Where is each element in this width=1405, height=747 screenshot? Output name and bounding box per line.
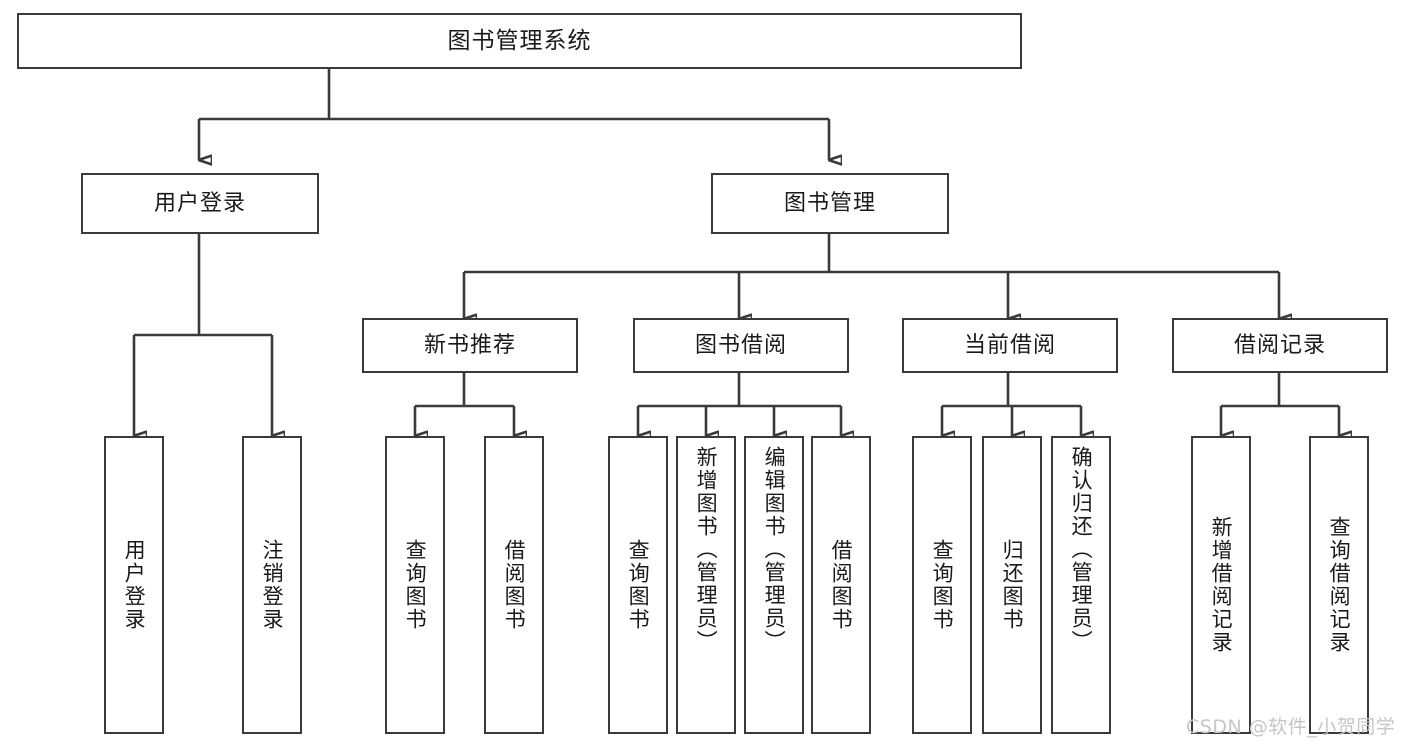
node-label: 查询图书 — [626, 539, 651, 631]
node-label: 用户登录 — [153, 190, 246, 216]
node-label: 用户登录 — [122, 539, 147, 631]
csdn-watermark: CSDN @软件_小贺同学 — [1186, 716, 1396, 738]
node-label: 借阅记录 — [1233, 332, 1326, 358]
node-label: 图书管理系统 — [447, 27, 592, 54]
node-leaf-edit-book[interactable]: 编辑图书（管理员） — [744, 436, 804, 734]
node-leaf-add-record[interactable]: 新增借阅记录 — [1191, 436, 1251, 734]
node-book-management[interactable]: 图书管理 — [711, 173, 949, 234]
node-label: 注销登录 — [260, 539, 285, 631]
node-label: 新书推荐 — [423, 332, 516, 358]
node-leaf-logout-login[interactable]: 注销登录 — [242, 436, 302, 734]
node-label: 借阅图书 — [502, 539, 527, 631]
node-leaf-query-book-3[interactable]: 查询图书 — [912, 436, 972, 734]
node-label: 图书管理 — [783, 190, 876, 216]
node-leaf-confirm-return[interactable]: 确认归还（管理员） — [1051, 436, 1111, 734]
node-label: 归还图书 — [1000, 539, 1025, 631]
node-user-login[interactable]: 用户登录 — [81, 173, 319, 234]
node-label: 图书借阅 — [694, 332, 787, 358]
node-label: 新增图书（管理员） — [694, 446, 719, 653]
node-label: 查询图书 — [930, 539, 955, 631]
node-leaf-query-book-1[interactable]: 查询图书 — [385, 436, 445, 734]
node-leaf-add-book[interactable]: 新增图书（管理员） — [676, 436, 736, 734]
node-label: 确认归还（管理员） — [1069, 446, 1094, 653]
node-root-system[interactable]: 图书管理系统 — [17, 13, 1022, 69]
node-leaf-query-record[interactable]: 查询借阅记录 — [1309, 436, 1369, 734]
node-label: 新增借阅记录 — [1209, 516, 1234, 654]
node-book-borrow[interactable]: 图书借阅 — [633, 318, 849, 373]
node-leaf-borrow-book-2[interactable]: 借阅图书 — [811, 436, 871, 734]
node-new-book-recommend[interactable]: 新书推荐 — [362, 318, 578, 373]
node-leaf-borrow-book-1[interactable]: 借阅图书 — [484, 436, 544, 734]
node-label: 当前借阅 — [963, 332, 1056, 358]
node-current-borrow[interactable]: 当前借阅 — [902, 318, 1118, 373]
node-leaf-query-book-2[interactable]: 查询图书 — [608, 436, 668, 734]
node-borrow-record[interactable]: 借阅记录 — [1172, 318, 1388, 373]
node-label: 查询图书 — [403, 539, 428, 631]
node-leaf-user-login[interactable]: 用户登录 — [104, 436, 164, 734]
node-leaf-return-book[interactable]: 归还图书 — [982, 436, 1042, 734]
node-label: 查询借阅记录 — [1327, 516, 1352, 654]
node-label: 借阅图书 — [829, 539, 854, 631]
node-label: 编辑图书（管理员） — [762, 446, 787, 653]
